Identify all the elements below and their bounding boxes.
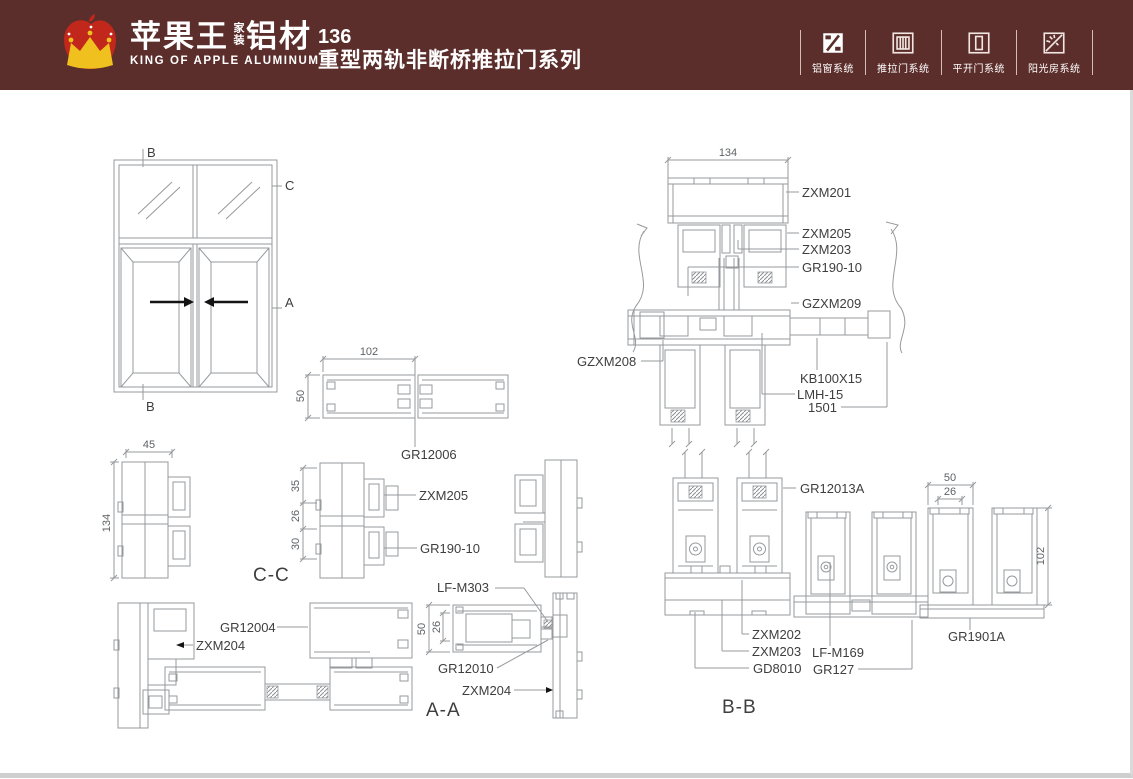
dim-26-right: 26 (944, 486, 956, 498)
dim-134-cc: 134 (101, 514, 113, 532)
section-bb-top: 134 (577, 147, 906, 448)
dim-35: 35 (290, 480, 302, 492)
dim-102-top: 102 (360, 346, 378, 358)
part-label-gr12006: GR12006 (401, 447, 457, 462)
dim-26-cc: 26 (290, 510, 302, 522)
part-label-gr12004: GR12004 (220, 620, 276, 635)
nav-label: 平开门系统 (952, 64, 1005, 75)
top-rail-profile-section: 102 50 GR12006 (295, 346, 509, 462)
technical-drawing-canvas: B C A B 102 50 GR12006 (101, 145, 1052, 729)
dim-26-aa: 26 (431, 621, 443, 633)
brand-text: 苹果王 家装 铝材 KING OF APPLE ALUMINUM (130, 21, 320, 67)
part-label-gzxm209: GZXM209 (802, 296, 861, 311)
nav-item-sunroom-system[interactable]: 阳光房系统 (1016, 30, 1093, 75)
part-label-zxm204-jamb: ZXM204 (196, 638, 245, 653)
section-bb-bottom: ZXM202 ZXM203 GD8010 GR12013A LF-M169 GR… (664, 448, 1052, 718)
header-band: 苹果王 家装 铝材 KING OF APPLE ALUMINUM 136 重型两… (0, 0, 1133, 90)
part-label-gr190-10-cc: GR190-10 (420, 541, 480, 556)
dim-134-bb: 134 (719, 147, 737, 159)
part-label-lf-m169: LF-M169 (812, 645, 864, 660)
part-label-zxm201: ZXM201 (802, 185, 851, 200)
part-label-gr127: GR127 (813, 662, 854, 677)
part-label-zxm202: ZXM202 (752, 627, 801, 642)
part-label-gzxm208: GZXM208 (577, 354, 636, 369)
brand-en: KING OF APPLE ALUMINUM (130, 55, 320, 67)
dim-50-top: 50 (295, 390, 307, 402)
part-label-gr1901a: GR1901A (948, 629, 1005, 644)
sliding-door-system-icon (892, 32, 914, 54)
part-label-lmh-15: LMH-15 (797, 387, 843, 402)
section-marker-a: A (285, 295, 294, 310)
section-cc: 45 134 35 26 30 ZXM205 GR190-10 (101, 439, 583, 586)
brand-cn-tag: 家装 (232, 22, 244, 46)
catalog-drawing-page: B C A B 102 50 GR12006 (0, 90, 1133, 778)
part-label-1501: 1501 (808, 400, 837, 415)
door-elevation: B C A B (113, 145, 294, 414)
part-label-zxm203-top: ZXM203 (802, 242, 851, 257)
part-label-gd8010: GD8010 (753, 661, 801, 676)
apple-crown-logo-icon (64, 14, 116, 69)
dim-50-aa: 50 (416, 623, 428, 635)
page-number: 136 (318, 26, 352, 48)
part-label-zxm204-aa: ZXM204 (462, 683, 511, 698)
part-label-zxm205-bb: ZXM205 (802, 226, 851, 241)
nav-label: 铝窗系统 (812, 64, 854, 75)
dim-50-right: 50 (944, 472, 956, 484)
nav-item-sliding-door-system[interactable]: 推拉门系统 (865, 30, 941, 75)
window-system-icon (823, 33, 843, 53)
part-label-zxm205-cc: ZXM205 (419, 488, 468, 503)
part-label-gr12010: GR12010 (438, 661, 494, 676)
dim-45: 45 (143, 439, 155, 451)
section-marker-b-top: B (147, 145, 156, 160)
part-label-gr12013a: GR12013A (800, 481, 865, 496)
nav-item-casement-door-system[interactable]: 平开门系统 (940, 30, 1017, 75)
jamb-assembly: GR12004 ZXM204 (113, 602, 413, 729)
part-label-gr190-10-bb: GR190-10 (802, 260, 862, 275)
dim-30: 30 (290, 538, 302, 550)
section-title-aa: A-A (426, 700, 461, 721)
section-marker-c: C (285, 178, 294, 193)
section-title-bb: B-B (722, 697, 757, 718)
nav-label: 阳光房系统 (1028, 64, 1081, 75)
brand-cn-main: 苹果王 (130, 19, 229, 54)
brand-block: 苹果王 家装 铝材 KING OF APPLE ALUMINUM (58, 12, 320, 76)
part-label-zxm203-bot: ZXM203 (752, 644, 801, 659)
casement-door-system-icon (968, 32, 990, 54)
dim-102-right: 102 (1035, 547, 1047, 565)
nav-label: 推拉门系统 (877, 64, 930, 75)
sunroom-system-icon (1043, 32, 1065, 54)
nav-item-window-system[interactable]: 铝窗系统 (800, 30, 865, 75)
section-marker-b-bottom: B (146, 399, 155, 414)
product-system-nav: 铝窗系统 推拉门系统 平开门系统 (800, 30, 1093, 75)
series-title: 重型两轨非断桥推拉门系列 (318, 49, 582, 72)
section-aa: 50 26 LF-M303 GR12010 ZXM204 A-A (416, 580, 583, 721)
brand-cn-suffix: 铝材 (246, 19, 312, 54)
section-title-cc: C-C (253, 565, 290, 586)
part-label-kb100x15: KB100X15 (800, 371, 862, 386)
part-label-lf-m303: LF-M303 (437, 580, 489, 595)
